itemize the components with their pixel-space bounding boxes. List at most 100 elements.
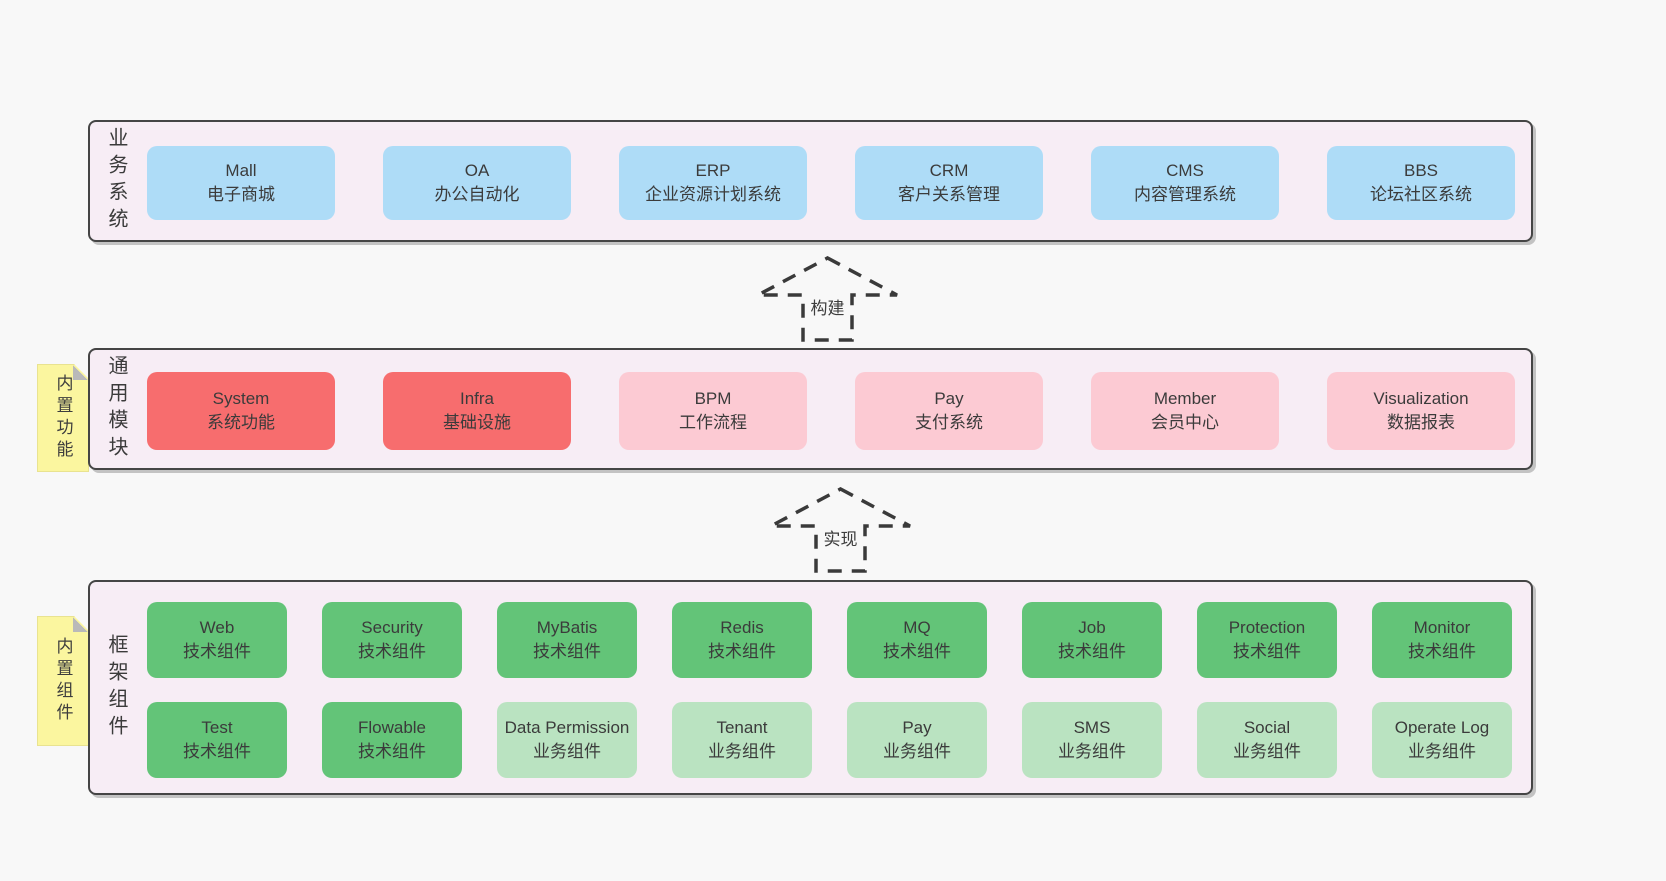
dashed-up-arrow-icon [770, 487, 911, 573]
box-mall: Mall 电子商城 [147, 146, 335, 220]
box-title: BPM [694, 388, 732, 408]
box-subtitle: 业务组件 [1058, 742, 1126, 761]
box-title: MyBatis [536, 617, 598, 637]
box-subtitle: 内容管理系统 [1134, 185, 1236, 204]
box-subtitle: 电子商城 [207, 185, 275, 204]
box-title: CMS [1166, 160, 1204, 180]
built-in-components-sticky: 内置组件 [37, 616, 89, 746]
box-title: Security [361, 617, 423, 637]
box-title: Redis [720, 617, 764, 637]
box-title: MQ [903, 617, 931, 637]
built-in-components-label: 内置组件 [53, 637, 73, 725]
box-title: OA [464, 160, 490, 180]
box-title: BBS [1403, 160, 1439, 180]
box-web: Web 技术组件 [147, 602, 287, 678]
implement-arrow: 实现 [768, 486, 913, 574]
box-system: System 系统功能 [147, 372, 335, 450]
box-subtitle: 技术组件 [883, 642, 951, 661]
box-title: CRM [929, 160, 969, 180]
box-title: Flowable [357, 717, 427, 737]
box-pay-module: Pay 支付系统 [855, 372, 1043, 450]
box-subtitle: 论坛社区系统 [1370, 185, 1472, 204]
framework-components-label: 框架组件 [105, 633, 127, 742]
box-title: Web [199, 617, 235, 637]
box-subtitle: 业务组件 [1233, 742, 1301, 761]
box-title: Social [1243, 717, 1291, 737]
box-operate-log: Operate Log 业务组件 [1372, 702, 1512, 778]
box-title: Tenant [716, 717, 768, 737]
built-in-features-label: 内置功能 [53, 374, 73, 462]
box-title: SMS [1073, 717, 1111, 737]
box-bpm: BPM 工作流程 [619, 372, 807, 450]
box-subtitle: 技术组件 [1408, 642, 1476, 661]
box-subtitle: 业务组件 [708, 742, 776, 761]
implement-arrow-label: 实现 [819, 524, 862, 551]
box-subtitle: 技术组件 [533, 642, 601, 661]
build-arrow-label: 构建 [806, 293, 849, 320]
box-title: Test [201, 717, 233, 737]
box-subtitle: 会员中心 [1151, 413, 1219, 432]
box-pay-component: Pay 业务组件 [847, 702, 987, 778]
box-title: Operate Log [1394, 717, 1490, 737]
box-title: Member [1153, 388, 1217, 408]
box-protection: Protection 技术组件 [1197, 602, 1337, 678]
box-tenant: Tenant 业务组件 [672, 702, 812, 778]
box-title: ERP [695, 160, 731, 180]
box-subtitle: 支付系统 [915, 413, 983, 432]
box-monitor: Monitor 技术组件 [1372, 602, 1512, 678]
box-title: Infra [459, 388, 495, 408]
box-data-permission: Data Permission 业务组件 [497, 702, 637, 778]
box-member: Member 会员中心 [1091, 372, 1279, 450]
box-security: Security 技术组件 [322, 602, 462, 678]
box-subtitle: 技术组件 [708, 642, 776, 661]
box-infra: Infra 基础设施 [383, 372, 571, 450]
box-subtitle: 技术组件 [1058, 642, 1126, 661]
box-subtitle: 数据报表 [1387, 413, 1455, 432]
box-subtitle: 工作流程 [679, 413, 747, 432]
box-erp: ERP 企业资源计划系统 [619, 146, 807, 220]
built-in-features-sticky: 内置功能 [37, 364, 89, 472]
box-mq: MQ 技术组件 [847, 602, 987, 678]
box-title: Mall [225, 160, 257, 180]
box-title: Data Permission [504, 717, 630, 737]
box-oa: OA 办公自动化 [383, 146, 571, 220]
business-systems-panel: 业务系统 Mall 电子商城 OA 办公自动化 ERP 企业资源计划系统 CRM… [88, 120, 1533, 242]
dashed-up-arrow-icon [757, 256, 898, 342]
box-title: Visualization [1373, 388, 1469, 408]
framework-components-panel: 框架组件 Web 技术组件 Security 技术组件 MyBatis 技术组件… [88, 580, 1533, 795]
box-crm: CRM 客户关系管理 [855, 146, 1043, 220]
box-title: Protection [1228, 617, 1306, 637]
box-subtitle: 技术组件 [183, 742, 251, 761]
box-subtitle: 业务组件 [1408, 742, 1476, 761]
folded-corner-icon [73, 365, 88, 380]
box-subtitle: 客户关系管理 [898, 185, 1000, 204]
box-title: Monitor [1413, 617, 1471, 637]
build-arrow: 构建 [755, 255, 900, 343]
box-redis: Redis 技术组件 [672, 602, 812, 678]
box-subtitle: 技术组件 [1233, 642, 1301, 661]
box-subtitle: 业务组件 [883, 742, 951, 761]
box-mybatis: MyBatis 技术组件 [497, 602, 637, 678]
box-subtitle: 基础设施 [443, 413, 511, 432]
box-test: Test 技术组件 [147, 702, 287, 778]
business-systems-row: Mall 电子商城 OA 办公自动化 ERP 企业资源计划系统 CRM 客户关系… [147, 146, 1515, 220]
box-title: Pay [902, 717, 932, 737]
box-title: Pay [934, 388, 964, 408]
common-modules-row: System 系统功能 Infra 基础设施 BPM 工作流程 Pay 支付系统… [147, 372, 1515, 450]
box-subtitle: 系统功能 [207, 413, 275, 432]
framework-components-row2: Test 技术组件 Flowable 技术组件 Data Permission … [147, 702, 1512, 778]
box-subtitle: 企业资源计划系统 [645, 185, 781, 204]
box-subtitle: 技术组件 [358, 742, 426, 761]
business-systems-label: 业务系统 [105, 127, 127, 235]
folded-corner-icon [73, 617, 88, 632]
common-modules-panel: 通用模块 System 系统功能 Infra 基础设施 BPM 工作流程 Pay… [88, 348, 1533, 470]
box-title: System [212, 388, 270, 408]
box-job: Job 技术组件 [1022, 602, 1162, 678]
box-flowable: Flowable 技术组件 [322, 702, 462, 778]
box-sms: SMS 业务组件 [1022, 702, 1162, 778]
box-subtitle: 技术组件 [358, 642, 426, 661]
box-social: Social 业务组件 [1197, 702, 1337, 778]
box-subtitle: 办公自动化 [434, 185, 520, 204]
box-subtitle: 业务组件 [533, 742, 601, 761]
box-subtitle: 技术组件 [183, 642, 251, 661]
